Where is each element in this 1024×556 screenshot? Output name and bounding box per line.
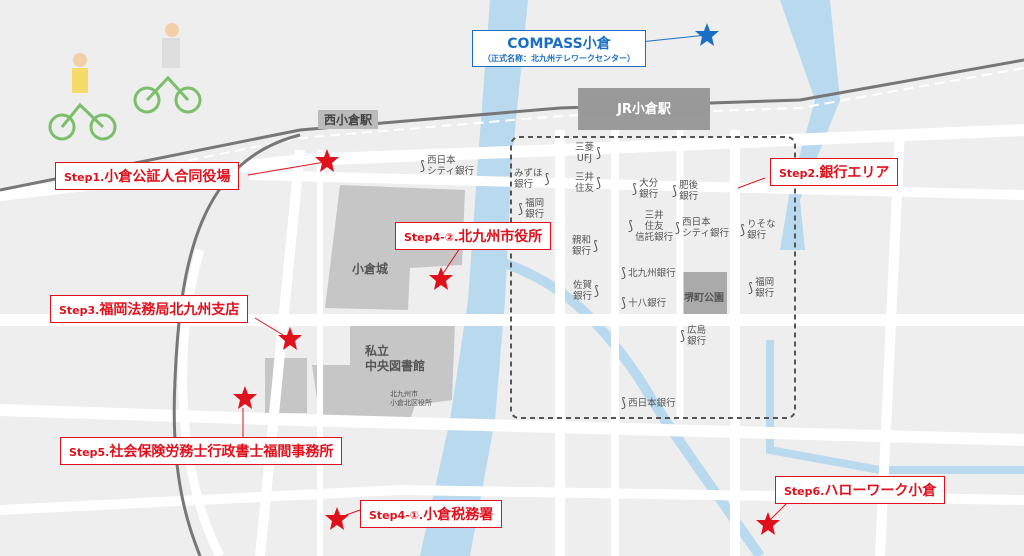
bank-marker: ⟆三井 住友 信託銀行 bbox=[628, 210, 674, 243]
bank-marker: 佐賀 銀行⟆ bbox=[573, 280, 600, 302]
bank-marker: ⟆西日本 シティ銀行 bbox=[675, 217, 730, 239]
bank-marker-icon: ⟆ bbox=[672, 183, 678, 199]
sakaimachi-park: 堺町公園 bbox=[684, 293, 724, 304]
bank-marker: ⟆福岡 銀行 bbox=[518, 198, 545, 220]
bank-marker-icon: ⟆ bbox=[518, 201, 524, 217]
bank-marker: 三菱 UFJ⟆ bbox=[575, 142, 602, 164]
bank-marker: 三井 住友⟆ bbox=[575, 172, 602, 194]
bank-marker-icon: ⟆ bbox=[748, 280, 754, 296]
bank-marker-icon: ⟆ bbox=[680, 328, 686, 344]
bank-marker-icon: ⟆ bbox=[420, 158, 426, 174]
bank-marker-icon: ⟆ bbox=[675, 220, 681, 236]
step5-callout[interactable]: Step5.社会保険労務士行政書士福間事務所 bbox=[60, 437, 343, 465]
jr-kokura-station: JR小倉駅 bbox=[578, 98, 710, 117]
bank-marker-icon: ⟆ bbox=[628, 219, 634, 234]
star-marker-icon bbox=[233, 23, 780, 535]
step4-2-callout[interactable]: Step4-②.北九州市役所 bbox=[395, 222, 552, 250]
bank-marker: ⟆北九州銀行 bbox=[621, 266, 676, 281]
bank-marker: ⟆西日本 シティ銀行 bbox=[420, 155, 475, 177]
kokura-castle: 小倉城 bbox=[352, 262, 389, 276]
bank-marker: ⟆広島 銀行 bbox=[680, 325, 707, 347]
bank-marker: 親和 銀行⟆ bbox=[572, 235, 599, 257]
bank-marker-icon: ⟆ bbox=[593, 238, 599, 254]
bank-marker: ⟆西日本銀行 bbox=[621, 396, 676, 411]
bank-marker-icon: ⟆ bbox=[594, 283, 600, 299]
bank-marker: ⟆福岡 銀行 bbox=[748, 277, 775, 299]
step6-callout[interactable]: Step6.ハローワーク小倉 bbox=[775, 476, 946, 504]
step2-callout[interactable]: Step2.銀行エリア bbox=[770, 158, 899, 186]
cyclists-illustration bbox=[48, 23, 202, 141]
bank-marker-icon: ⟆ bbox=[621, 396, 627, 411]
bank-marker: ⟆肥後 銀行 bbox=[672, 180, 699, 202]
kokurakita-ward-office: 北九州市 小倉北区役所 bbox=[390, 390, 432, 407]
step4-1-callout[interactable]: Step4-①.小倉税務署 bbox=[360, 500, 503, 528]
nishi-kokura-station: 西小倉駅 bbox=[318, 110, 379, 129]
bank-marker-icon: ⟆ bbox=[632, 181, 638, 197]
bank-marker: ⟆りそな 銀行 bbox=[740, 219, 776, 241]
bank-marker-icon: ⟆ bbox=[621, 266, 627, 281]
bank-marker-icon: ⟆ bbox=[621, 296, 627, 311]
bank-marker-icon: ⟆ bbox=[740, 222, 746, 238]
bank-marker-icon: ⟆ bbox=[596, 145, 602, 161]
bank-marker: みずほ 銀行⟆ bbox=[514, 168, 550, 190]
compass-kokura-label[interactable]: COMPASS小倉（正式名称：北九州テレワークセンター） bbox=[472, 30, 646, 67]
step1-callout[interactable]: Step1.小倉公証人合同役場 bbox=[55, 162, 240, 190]
bank-marker-icon: ⟆ bbox=[544, 171, 550, 187]
step3-callout[interactable]: Step3.福岡法務局北九州支店 bbox=[50, 295, 249, 323]
bank-marker: ⟆十八銀行 bbox=[621, 296, 667, 311]
bank-marker: ⟆大分 銀行 bbox=[632, 178, 659, 200]
bank-marker-icon: ⟆ bbox=[596, 175, 602, 191]
central-library: 私立 中央図書館 bbox=[365, 344, 426, 373]
